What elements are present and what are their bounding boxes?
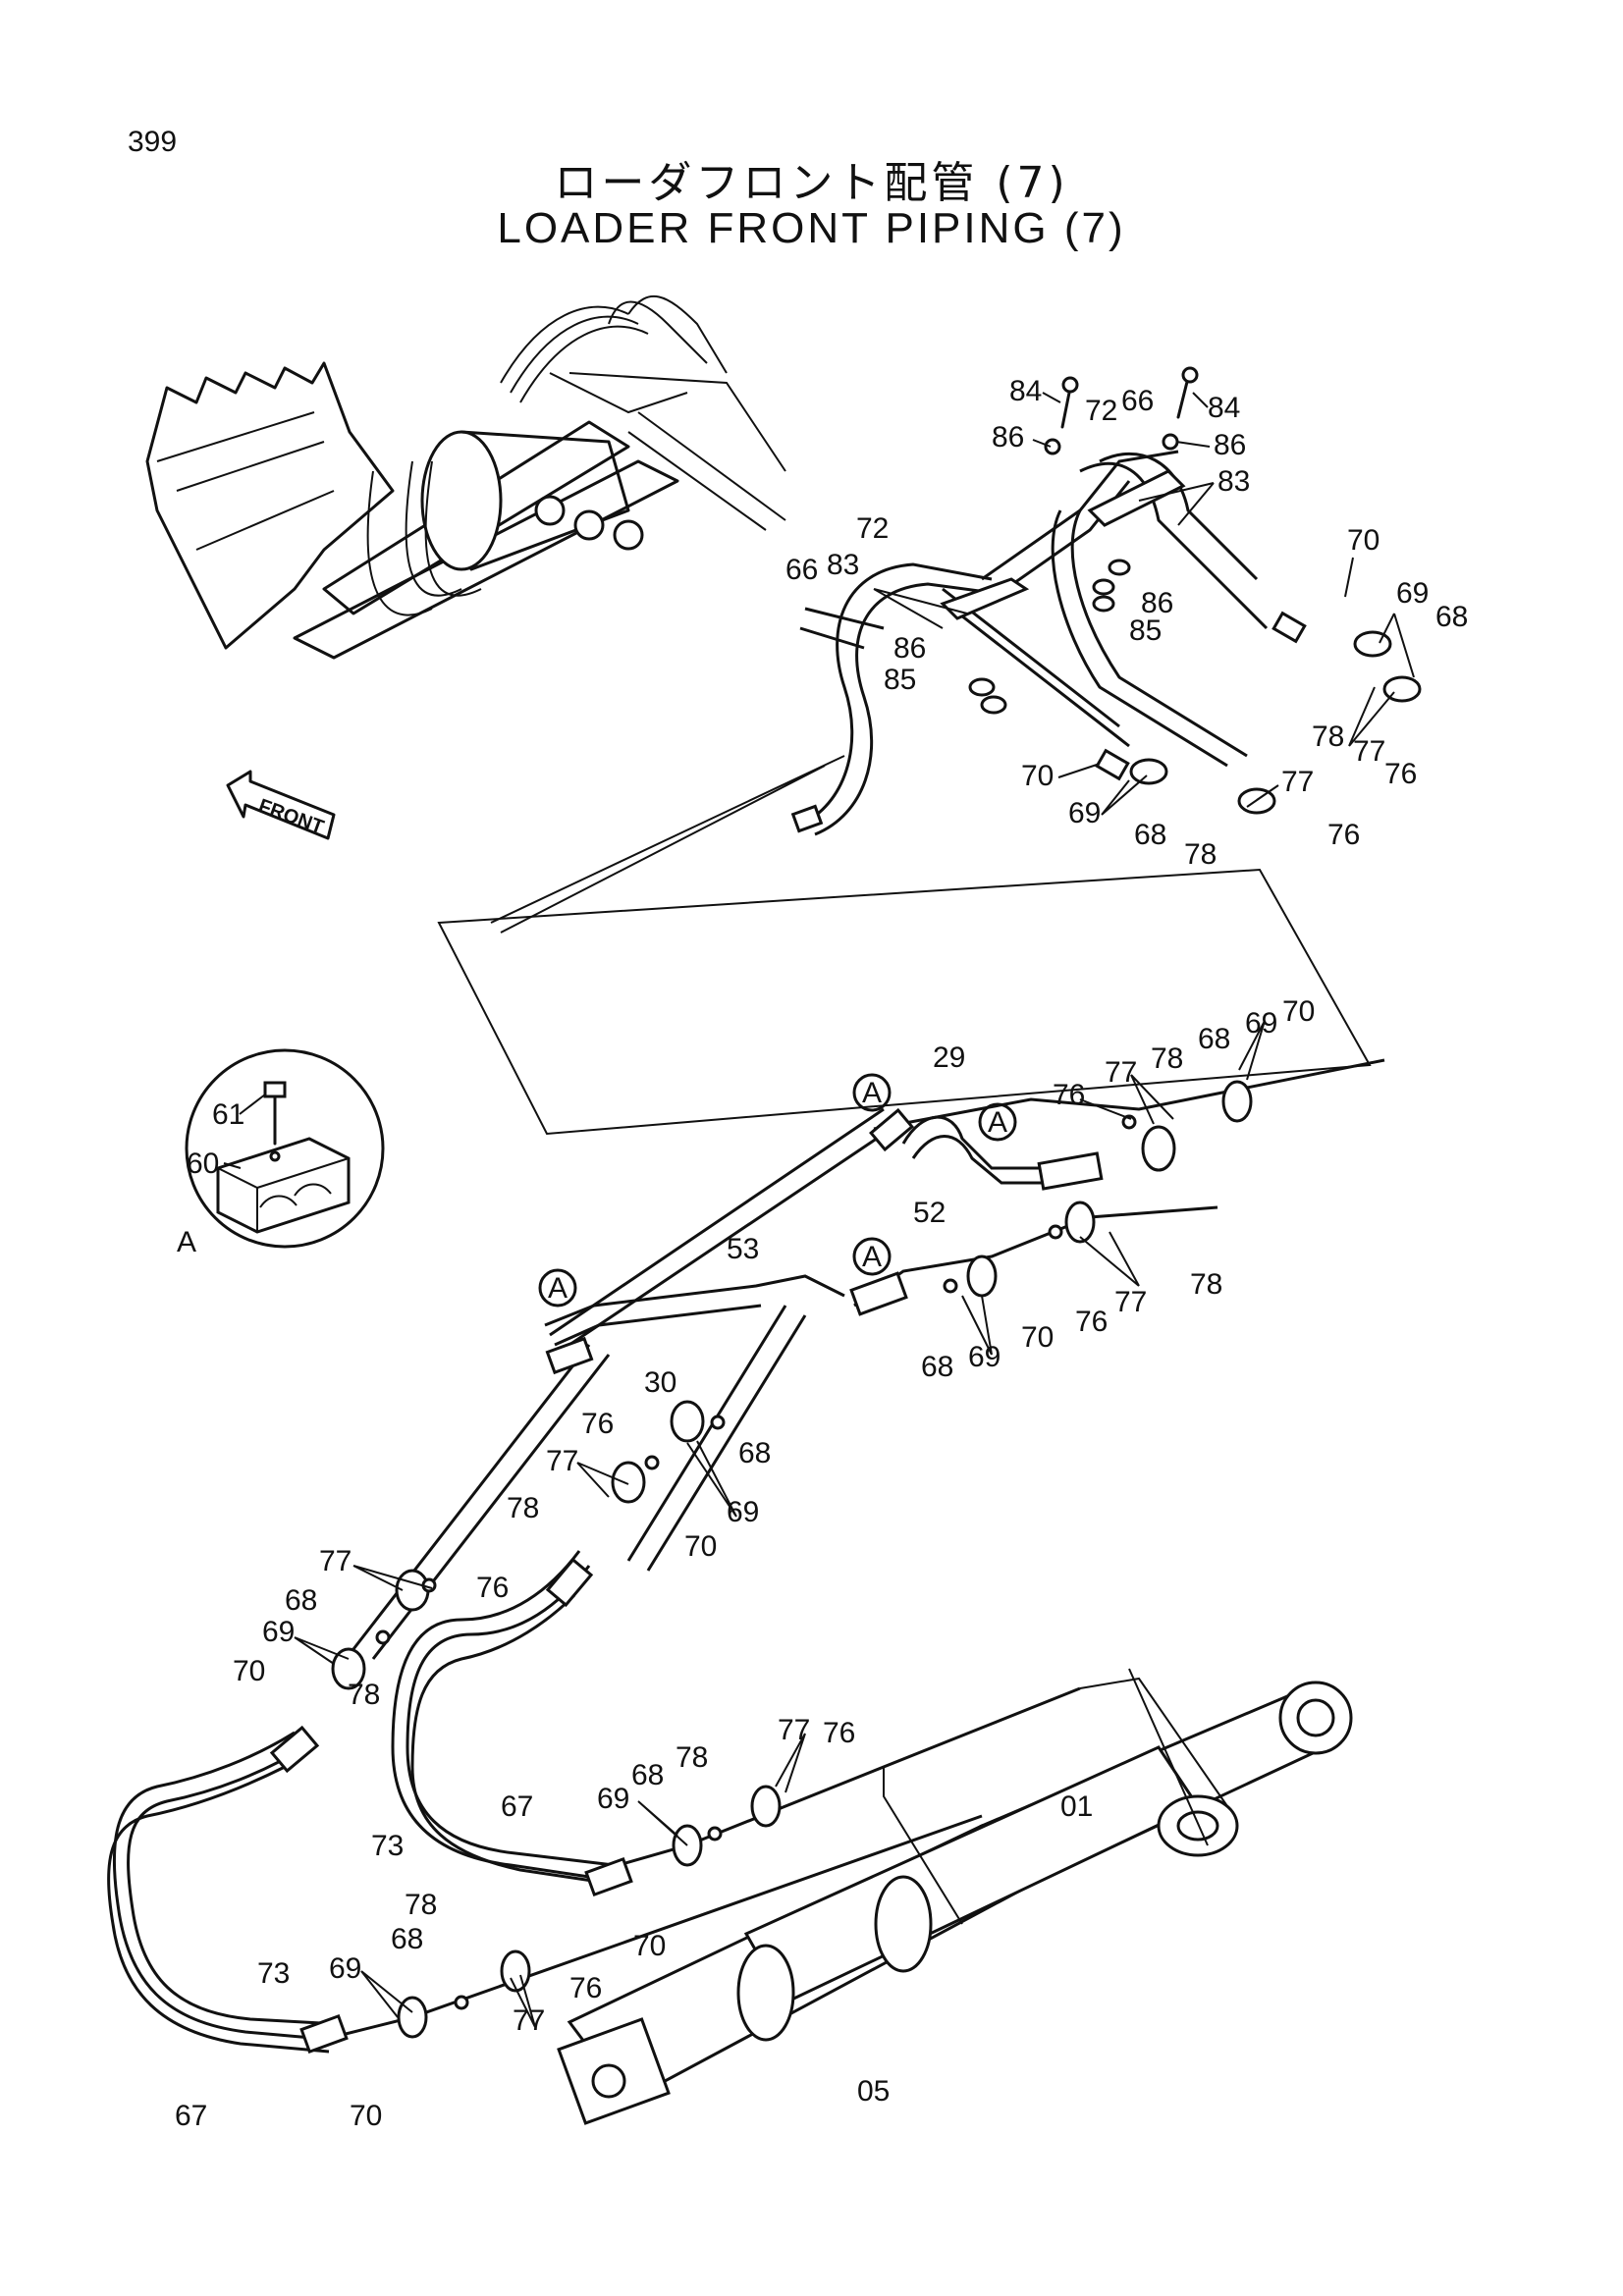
callout-77: 77 bbox=[1114, 1286, 1147, 1318]
callout-a: A bbox=[988, 1106, 1007, 1139]
callout-78: 78 bbox=[507, 1492, 539, 1524]
callout-84: 84 bbox=[1009, 375, 1042, 407]
callout-77: 77 bbox=[1353, 735, 1385, 768]
callout-68: 68 bbox=[1435, 601, 1468, 633]
callout-70: 70 bbox=[1021, 1321, 1054, 1354]
callout-77: 77 bbox=[1281, 766, 1314, 798]
callout-61: 61 bbox=[212, 1098, 244, 1131]
callout-76: 76 bbox=[581, 1408, 614, 1440]
detail-a-marker bbox=[538, 1268, 577, 1308]
cylinders bbox=[557, 1668, 1353, 2125]
callout-76: 76 bbox=[823, 1717, 855, 1749]
callout-a: A bbox=[548, 1272, 568, 1305]
callout-69: 69 bbox=[1396, 577, 1429, 610]
callout-69: 69 bbox=[727, 1496, 759, 1528]
callout-86: 86 bbox=[1214, 429, 1246, 461]
page-number: 399 bbox=[128, 126, 178, 158]
callout-86: 86 bbox=[1141, 587, 1173, 619]
callout-72: 72 bbox=[1085, 395, 1117, 427]
callout-70: 70 bbox=[684, 1530, 717, 1563]
callout-78: 78 bbox=[676, 1741, 708, 1774]
callout-78: 78 bbox=[1151, 1042, 1183, 1075]
callout-53: 53 bbox=[727, 1233, 759, 1265]
callout-78: 78 bbox=[1190, 1268, 1222, 1301]
callout-68: 68 bbox=[738, 1437, 771, 1469]
callout-77: 77 bbox=[513, 2004, 545, 2037]
callout-68: 68 bbox=[921, 1351, 953, 1383]
callout-69: 69 bbox=[262, 1616, 295, 1648]
callout-78: 78 bbox=[348, 1679, 380, 1711]
callout-78: 78 bbox=[405, 1889, 437, 1921]
callout-70: 70 bbox=[233, 1655, 265, 1687]
callout-85: 85 bbox=[1129, 614, 1162, 647]
front-direction-arrow: FRONT bbox=[226, 770, 336, 840]
callout-78: 78 bbox=[1312, 721, 1344, 753]
leader-lines bbox=[223, 392, 1415, 2028]
callout-76: 76 bbox=[476, 1572, 509, 1604]
callout-70: 70 bbox=[1021, 760, 1054, 792]
callout-68: 68 bbox=[1198, 1023, 1230, 1055]
callout-76: 76 bbox=[1053, 1079, 1085, 1111]
callout-86: 86 bbox=[893, 632, 926, 665]
callout-a: A bbox=[862, 1077, 882, 1109]
callout-76: 76 bbox=[1075, 1306, 1108, 1338]
detail-a-marker bbox=[852, 1237, 892, 1276]
callout-76: 76 bbox=[1384, 758, 1417, 790]
title-english: LOADER FRONT PIPING (7) bbox=[497, 204, 1126, 252]
callout-69: 69 bbox=[329, 1952, 361, 1985]
callout-76: 76 bbox=[569, 1972, 602, 2004]
callout-76: 76 bbox=[1327, 819, 1360, 851]
callout-70: 70 bbox=[1347, 524, 1380, 557]
title-japanese: ローダフロント配管 (7) bbox=[554, 158, 1069, 208]
detail-a-marker bbox=[978, 1102, 1017, 1142]
callout-70: 70 bbox=[350, 2100, 382, 2132]
callout-72: 72 bbox=[856, 512, 889, 545]
upper-hose-assembly bbox=[490, 366, 1422, 934]
callout-69: 69 bbox=[968, 1341, 1001, 1373]
callout-labels: 84 84 86 86 72 66 83 72 66 83 70 69 68 8… bbox=[175, 375, 1468, 2132]
detail-frame bbox=[437, 868, 1372, 1136]
callout-69: 69 bbox=[1068, 797, 1101, 829]
callout-84: 84 bbox=[1208, 392, 1240, 424]
callout-77: 77 bbox=[546, 1445, 578, 1477]
callout-66: 66 bbox=[1121, 385, 1154, 417]
callout-83: 83 bbox=[827, 549, 859, 581]
callout-60: 60 bbox=[187, 1148, 219, 1180]
callout-77: 77 bbox=[778, 1714, 810, 1746]
callout-77: 77 bbox=[319, 1545, 352, 1577]
detail-ref-label: A bbox=[177, 1226, 196, 1258]
detail-a-marker bbox=[852, 1073, 892, 1112]
loader-front-overview bbox=[145, 295, 786, 660]
callout-73: 73 bbox=[257, 1957, 290, 1990]
callout-68: 68 bbox=[1134, 819, 1166, 851]
callout-69: 69 bbox=[597, 1783, 629, 1815]
callout-a: A bbox=[862, 1241, 882, 1273]
callout-68: 68 bbox=[631, 1759, 664, 1791]
callout-30: 30 bbox=[644, 1366, 676, 1399]
callout-70: 70 bbox=[1282, 995, 1315, 1028]
callout-29: 29 bbox=[933, 1041, 965, 1074]
callout-70: 70 bbox=[633, 1930, 666, 1962]
front-label: FRONT bbox=[255, 795, 326, 838]
callout-67: 67 bbox=[501, 1790, 533, 1823]
callout-78: 78 bbox=[1184, 838, 1217, 871]
callout-68: 68 bbox=[285, 1584, 317, 1617]
callout-05: 05 bbox=[857, 2075, 890, 2108]
callout-83: 83 bbox=[1217, 465, 1250, 498]
callout-73: 73 bbox=[371, 1830, 404, 1862]
callout-52: 52 bbox=[913, 1197, 946, 1229]
callout-68: 68 bbox=[391, 1923, 423, 1955]
callout-67: 67 bbox=[175, 2100, 207, 2132]
detail-a-inset bbox=[185, 1048, 385, 1249]
callout-85: 85 bbox=[884, 664, 916, 696]
callout-01: 01 bbox=[1060, 1790, 1093, 1823]
callout-66: 66 bbox=[785, 554, 818, 586]
callout-86: 86 bbox=[992, 421, 1024, 454]
callout-77: 77 bbox=[1105, 1056, 1137, 1089]
